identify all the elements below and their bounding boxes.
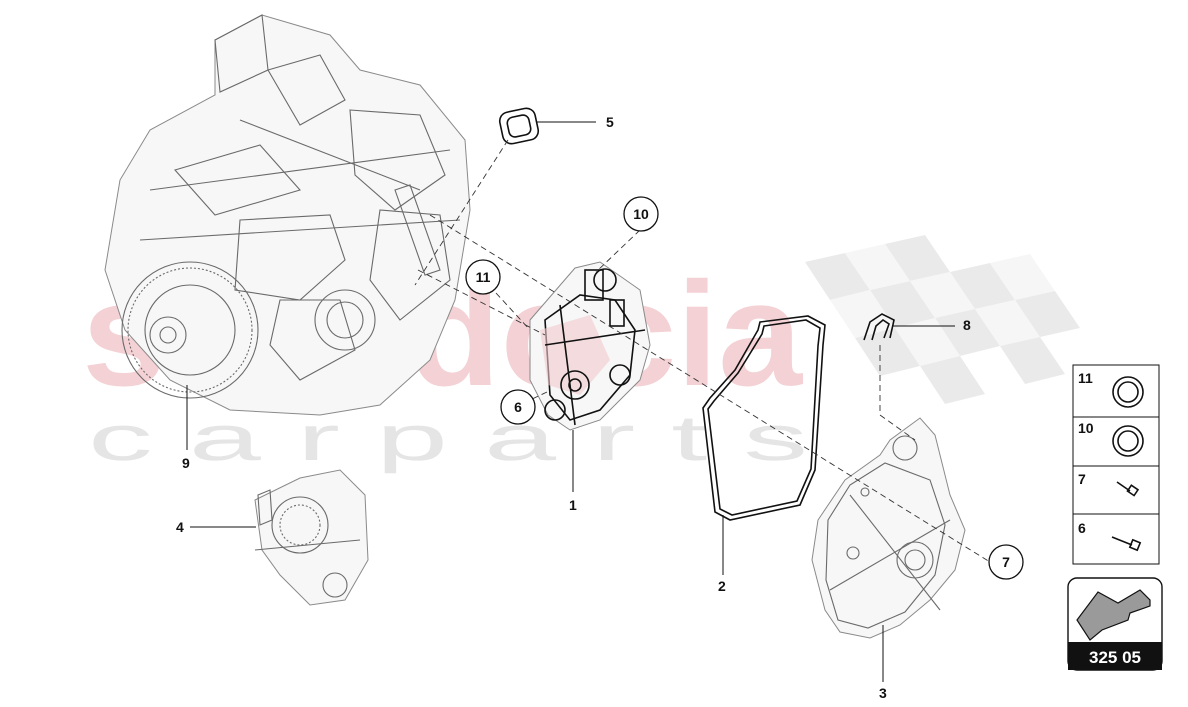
seal-ring [498,107,540,145]
arrow-icon [1076,589,1151,641]
o-ring-icon [1112,376,1144,408]
nav-box[interactable]: 325 05 [1067,577,1163,671]
callout-1[interactable]: 1 [569,497,577,513]
assembly-lines [414,139,991,563]
mechatronic-unit [529,261,651,431]
legend-item-11[interactable]: 11 [1078,370,1144,408]
callout-10[interactable]: 10 [623,196,659,232]
callout-11-label: 11 [476,269,491,285]
leader-lines [186,121,955,682]
legend-item-6[interactable]: 6 [1078,520,1142,552]
gasket-seal [702,315,826,521]
oil-pump [254,469,369,606]
callout-6[interactable]: 6 [500,389,536,425]
bolt-icon [1116,481,1140,497]
callout-7-label: 7 [1002,554,1010,570]
callout-11[interactable]: 11 [465,259,501,295]
checkered-flag-watermark [805,235,1080,404]
callout-6-label: 6 [514,399,522,415]
callout-8[interactable]: 8 [963,317,971,333]
gearbox-assembly [104,14,471,416]
bolt-icon [1111,536,1142,552]
legend-panel: 11 10 7 6 [1072,364,1160,565]
legend-item-10[interactable]: 10 [1078,420,1144,457]
oil-pan-cover [811,417,966,639]
legend-label-10: 10 [1078,420,1094,436]
tagline-watermark: c a r p a r t s [88,402,808,474]
callout-3[interactable]: 3 [879,685,887,701]
legend-label-11: 11 [1078,370,1093,386]
nav-code: 325 05 [1089,648,1141,667]
callout-10-label: 10 [633,206,649,222]
callout-2[interactable]: 2 [718,578,726,594]
callout-9[interactable]: 9 [182,455,190,471]
callout-5[interactable]: 5 [606,114,614,130]
o-ring-icon [1112,425,1144,457]
callout-4[interactable]: 4 [176,519,184,535]
callout-7[interactable]: 7 [988,544,1024,580]
legend-label-7: 7 [1078,471,1086,487]
legend-item-7[interactable]: 7 [1078,471,1140,497]
nav-code-bar [1068,642,1162,670]
legend-label-6: 6 [1078,520,1086,536]
